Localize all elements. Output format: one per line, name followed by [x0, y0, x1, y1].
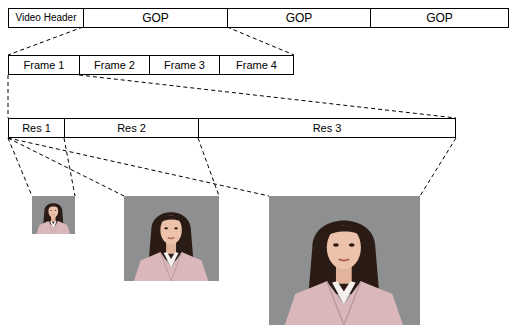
box-label: Frame 3: [164, 60, 205, 71]
box-label: Frame 1: [24, 60, 65, 71]
resolution-box: Res 2: [64, 118, 199, 138]
gop-box: GOP: [83, 8, 228, 28]
box-label: GOP: [426, 12, 453, 24]
frame-box: Frame 3: [149, 55, 220, 75]
frame-box: Frame 4: [219, 55, 294, 75]
resolution-box: Res 3: [198, 118, 456, 138]
zoom-lines: [8, 27, 456, 196]
medium-frame-image: [124, 196, 219, 281]
frame-box: Frame 2: [79, 55, 150, 75]
box-label: Res 3: [313, 123, 342, 134]
box-label: GOP: [142, 12, 169, 24]
gop-box: GOP: [227, 8, 371, 28]
box-label: Frame 2: [94, 60, 135, 71]
box-label: Res 1: [22, 123, 51, 134]
large-frame-image: [269, 196, 420, 325]
box-label: GOP: [286, 12, 313, 24]
resolution-box: Res 1: [8, 118, 65, 138]
small-frame-image: [32, 196, 75, 234]
header-box: Video Header: [8, 8, 84, 28]
frame-box: Frame 1: [8, 55, 80, 75]
gop-box: GOP: [370, 8, 509, 28]
box-label: Video Header: [16, 13, 77, 23]
box-label: Res 2: [117, 123, 146, 134]
box-label: Frame 4: [236, 60, 277, 71]
